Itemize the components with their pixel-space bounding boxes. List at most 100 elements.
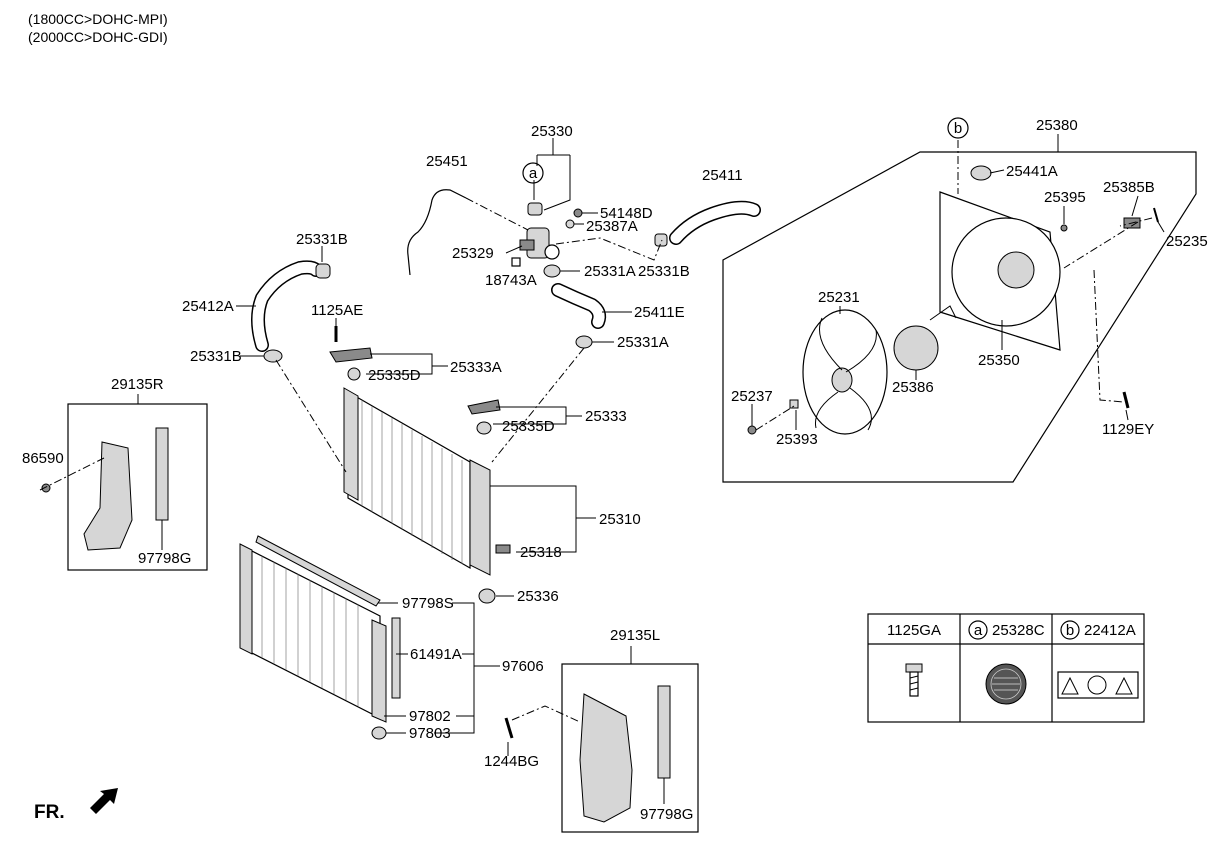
label-1129EY: 1129EY — [1102, 421, 1154, 438]
label-25395: 25395 — [1044, 189, 1086, 206]
label-97798G-right: 97798G — [640, 806, 693, 823]
bracket-25333A[interactable] — [329, 347, 373, 363]
box-29135L — [561, 663, 699, 833]
gasket-25387A[interactable] — [565, 219, 575, 229]
label-97798S: 97798S — [402, 595, 454, 612]
svg-text:a: a — [529, 165, 538, 182]
bolt-86590[interactable] — [41, 483, 51, 493]
svg-text:b: b — [1066, 622, 1074, 639]
bolt-25235[interactable] — [1153, 207, 1159, 223]
label-25335D-mid: 25335D — [502, 418, 555, 435]
label-25310: 25310 — [599, 511, 641, 528]
header-engine-1800: (1800CC>DOHC-MPI) — [28, 11, 168, 27]
label-54148D: 54148D — [600, 205, 653, 222]
label-25331A-mid: 25331A — [617, 334, 669, 351]
mount-25335D-top[interactable] — [347, 367, 361, 381]
caution-label-icon — [1057, 671, 1139, 699]
label-25331B-left: 25331B — [190, 348, 242, 365]
header-engine-2000: (2000CC>DOHC-GDI) — [28, 29, 168, 45]
reservoir-hose-25451[interactable] — [407, 189, 467, 276]
label-25333A: 25333A — [450, 359, 502, 376]
seal-97798G-left[interactable] — [155, 427, 169, 521]
hose-25411E[interactable] — [551, 283, 607, 329]
label-25393: 25393 — [776, 431, 818, 448]
label-25335D-top: 25335D — [368, 367, 421, 384]
label-25329: 25329 — [452, 245, 494, 262]
bracket-25333[interactable] — [467, 399, 501, 415]
label-25235: 25235 — [1166, 233, 1208, 250]
label-25441A: 25441A — [1006, 163, 1058, 180]
label-86590: 86590 — [22, 450, 64, 467]
clamp-25331A-top[interactable] — [543, 264, 561, 278]
label-25411E: 25411E — [634, 304, 685, 321]
label-97798G-left: 97798G — [138, 550, 191, 567]
label-front: FR. — [34, 802, 65, 823]
svg-text:a: a — [974, 622, 983, 639]
label-25331B-right: 25331B — [638, 263, 690, 280]
clamp-25331B-right[interactable] — [654, 233, 668, 247]
label-25333: 25333 — [585, 408, 627, 425]
svg-text:b: b — [954, 120, 962, 137]
fan-blade-25231[interactable] — [802, 309, 888, 435]
fan-motor-25386[interactable] — [893, 305, 957, 371]
label-25331B-top: 25331B — [296, 231, 348, 248]
label-25231: 25231 — [818, 289, 860, 306]
label-25330: 25330 — [531, 123, 573, 140]
mount-25336[interactable] — [478, 588, 496, 604]
fan-shroud-25350[interactable] — [939, 191, 1061, 351]
thermostat-housing-25329[interactable] — [511, 202, 560, 267]
reservoir-cap-25441A[interactable] — [970, 165, 992, 181]
dashed-connectors — [39, 140, 1153, 723]
legend-table: 1125GA a 25328C b 22412A — [867, 613, 1145, 723]
label-25411: 25411 — [702, 167, 743, 184]
label-1125AE: 1125AE — [311, 302, 363, 319]
clamp-25331B-top[interactable] — [315, 263, 331, 279]
callout-b: b — [947, 117, 969, 139]
seal-61491A[interactable] — [391, 617, 401, 699]
label-25336: 25336 — [517, 588, 559, 605]
drain-plug-25318[interactable] — [495, 544, 511, 554]
label-1244BG: 1244BG — [484, 753, 539, 770]
label-25318: 25318 — [520, 544, 562, 561]
mount-25335D-mid[interactable] — [476, 421, 492, 435]
label-25451: 25451 — [426, 153, 468, 170]
radiator-25310[interactable] — [343, 387, 491, 576]
label-18743A: 18743A — [485, 272, 537, 289]
seal-97798G-right[interactable] — [657, 685, 671, 779]
air-guard-29135L[interactable] — [579, 693, 633, 823]
warning-label-icon — [985, 663, 1027, 705]
clamp-25331B-left[interactable] — [263, 349, 283, 363]
lower-hose-25412A[interactable] — [251, 260, 323, 352]
label-29135L: 29135L — [610, 627, 660, 644]
label-25412A: 25412A — [182, 298, 234, 315]
condenser-97606[interactable] — [239, 543, 387, 723]
upper-hose-25411[interactable] — [669, 200, 761, 245]
clamp-25331A-mid[interactable] — [575, 335, 593, 349]
bolt-54148D[interactable] — [573, 208, 583, 218]
clip-25395[interactable] — [1060, 224, 1068, 232]
label-25331A-top: 25331A — [584, 263, 636, 280]
front-arrow-icon — [90, 788, 118, 814]
bolt-1244BG[interactable] — [504, 717, 514, 739]
bolt-icon — [905, 663, 923, 697]
clip-25393[interactable] — [789, 399, 799, 409]
bolt-1129EY[interactable] — [1122, 391, 1130, 409]
nut-25237[interactable] — [747, 425, 757, 435]
label-29135R: 29135R — [111, 376, 164, 393]
label-25385B: 25385B — [1103, 179, 1155, 196]
legend-25328C: 25328C — [992, 622, 1045, 639]
legend-1125GA: 1125GA — [887, 622, 941, 639]
label-25237: 25237 — [731, 388, 773, 405]
label-97802: 97802 — [409, 708, 451, 725]
label-97606: 97606 — [502, 658, 544, 675]
label-97803: 97803 — [409, 725, 451, 742]
box-25380 — [722, 151, 1197, 483]
air-guard-29135R[interactable] — [83, 441, 133, 551]
seal-97798S[interactable] — [255, 535, 381, 607]
label-25350: 25350 — [978, 352, 1020, 369]
mount-97803[interactable] — [371, 726, 387, 740]
label-25387A: 25387A — [586, 218, 638, 235]
label-61491A: 61491A — [410, 646, 462, 663]
legend-22412A: 22412A — [1084, 622, 1136, 639]
